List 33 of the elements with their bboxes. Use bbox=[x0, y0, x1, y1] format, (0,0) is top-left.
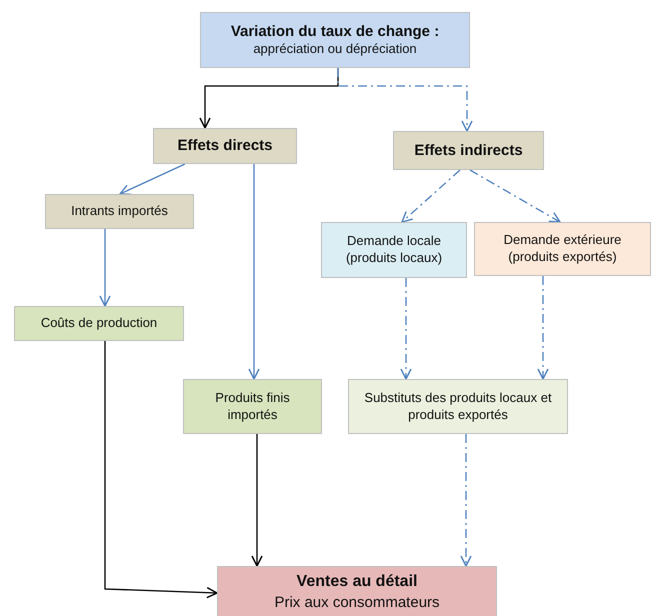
arrow bbox=[337, 68, 473, 132]
arrow bbox=[119, 163, 186, 196]
arrow bbox=[400, 278, 412, 380]
node-title: Variation du taux de change : bbox=[230, 22, 440, 42]
arrow bbox=[248, 164, 260, 380]
process-box bbox=[14, 306, 184, 341]
node-title: Ventes au détail bbox=[296, 572, 418, 592]
process-box bbox=[474, 222, 651, 276]
process-box bbox=[321, 222, 467, 278]
node-title: Produits finis importés bbox=[214, 390, 291, 424]
arrow bbox=[470, 169, 561, 223]
node-title: Demande extérieure (produits exportés) bbox=[502, 232, 622, 266]
process-box bbox=[153, 128, 297, 164]
node-title: Coûts de production bbox=[40, 315, 158, 332]
process-box bbox=[200, 12, 470, 68]
result-box bbox=[217, 566, 497, 616]
node-title: Demande locale (produits locaux) bbox=[344, 233, 444, 267]
node-subtitle: appréciation ou dépréciation bbox=[253, 41, 417, 58]
process-box bbox=[45, 194, 194, 229]
process-box bbox=[393, 131, 544, 170]
arrow bbox=[460, 434, 472, 567]
arrow bbox=[104, 341, 218, 598]
node-title: Effets indirects bbox=[414, 140, 523, 160]
node-subtitle: Prix aux consommateurs bbox=[274, 592, 440, 612]
node-title: Substituts des produits locaux et produits exportés bbox=[363, 390, 553, 424]
process-box bbox=[348, 379, 568, 434]
node-title: Intrants importés bbox=[71, 203, 168, 220]
arrow bbox=[537, 276, 549, 380]
arrow bbox=[401, 170, 460, 223]
process-box bbox=[183, 379, 322, 434]
node-title: Effets directs bbox=[177, 136, 273, 156]
arrow bbox=[99, 229, 111, 307]
arrow bbox=[251, 434, 263, 567]
